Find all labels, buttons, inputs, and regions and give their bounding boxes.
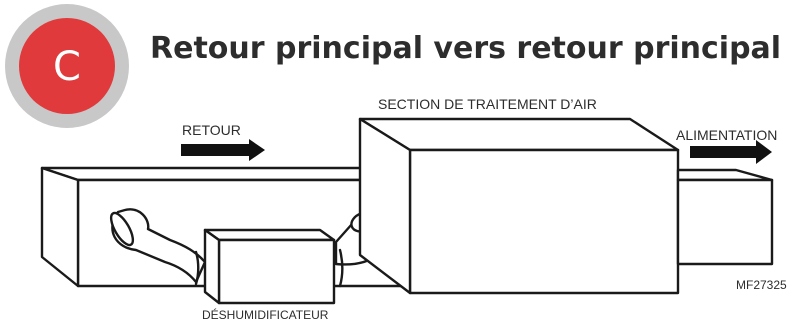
figure-code: MF27325 xyxy=(736,278,787,292)
section-badge: C xyxy=(5,4,129,128)
supply-arrow-icon xyxy=(690,140,772,164)
supply-duct xyxy=(676,168,774,266)
return-label: RETOUR xyxy=(182,122,241,138)
return-arrow-icon xyxy=(181,139,265,161)
dehumidifier-unit xyxy=(194,228,344,305)
supply-label: ALIMENTATION xyxy=(676,127,777,143)
air-handler-label: SECTION DE TRAITEMENT D’AIR xyxy=(378,96,597,112)
badge-circle xyxy=(19,18,115,114)
badge-letter: C xyxy=(53,44,81,90)
dehumidifier-label: DÉSHUMIDIFICATEUR xyxy=(202,307,329,322)
air-handler-unit xyxy=(358,117,680,295)
diagram-title: Retour principal vers retour principal xyxy=(150,31,781,66)
